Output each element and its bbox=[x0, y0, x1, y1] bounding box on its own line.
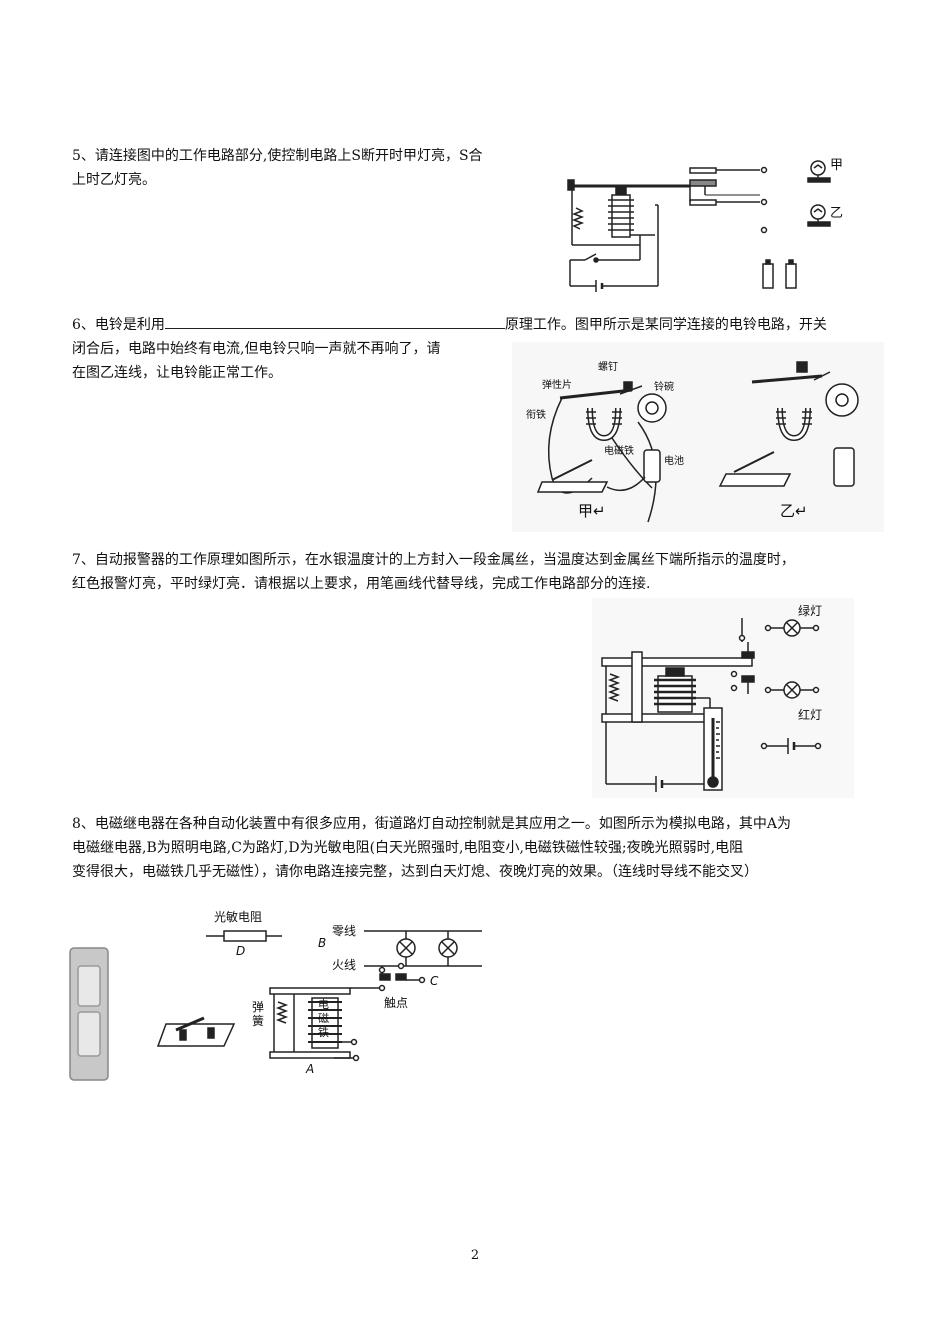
q8-label-a: A bbox=[306, 1062, 315, 1076]
q6-label-spring-plate: 弹性片 bbox=[542, 380, 572, 391]
q8-streetlight-figure: 光敏电阻 D B 零线 火线 触点 C 弹簧 电磁铁 A bbox=[64, 906, 494, 1086]
q8-line1: 8、电磁继电器在各种自动化装置中有很多应用，街道路灯自动控制就是其应用之一。如图… bbox=[72, 816, 792, 832]
q6-label-electromagnet: 电磁铁 bbox=[604, 446, 634, 457]
q6-line2: 闭合后，电路中始终有电流,但电铃只响一声就不再响了，请 bbox=[72, 341, 441, 357]
q8-label-contact: 触点 bbox=[384, 996, 409, 1010]
q5-line2: 上时乙灯亮。 bbox=[72, 172, 156, 188]
q5-lamp2-label: 乙 bbox=[830, 206, 844, 221]
q6-label-battery: 电池 bbox=[664, 456, 684, 467]
q8-label-live: 火线 bbox=[332, 958, 357, 972]
q7-green-lamp-label: 绿灯 bbox=[798, 604, 823, 618]
q6-bell-figure: 螺钉 弹性片 铃碗 衔铁 电磁铁 电池 甲↵ 乙↵ bbox=[512, 342, 884, 532]
q6-label-screw: 螺钉 bbox=[598, 362, 618, 373]
q6-fig-a-caption: 甲↵ bbox=[578, 502, 606, 520]
q5-lamp1-label: 甲 bbox=[830, 158, 844, 173]
q5-line1: 5、请连接图中的工作电路部分,使控制电路上S断开时甲灯亮，S合 bbox=[72, 148, 483, 164]
q6-line1: 6、电铃是利用 原理工作。图甲所示是某同学连接的电铃电路，开关 bbox=[72, 312, 892, 337]
q6-label-bell: 铃碗 bbox=[654, 382, 674, 393]
q8-line3: 变得很大，电磁铁几乎无磁性），请你电路连接完整，达到白天灯熄、夜晚灯亮的效果。（… bbox=[72, 864, 758, 880]
q7-alarm-figure: 绿灯 红灯 bbox=[592, 598, 854, 798]
q6-line3: 在图乙连线，让电铃能正常工作。 bbox=[72, 365, 282, 381]
q8-line2: 电磁继电器,B为照明电路,C为路灯,D为光敏电阻(白天光照强时,电阻变小,电磁铁… bbox=[72, 840, 744, 856]
q7-line1: 7、自动报警器的工作原理如图所示，在水银温度计的上方封入一段金属丝，当温度达到金… bbox=[72, 552, 795, 568]
page-number: 2 bbox=[470, 1248, 480, 1263]
q7-red-lamp-label: 红灯 bbox=[798, 708, 823, 722]
q8-label-neutral: 零线 bbox=[332, 924, 357, 938]
q6-fig-b-caption: 乙↵ bbox=[780, 502, 808, 520]
q7-line2: 红色报警灯亮，平时绿灯亮．请根据以上要求，用笔画线代替导线，完成工作电路部分的连… bbox=[72, 576, 651, 592]
q6-text: 6、电铃是利用 原理工作。图甲所示是某同学连接的电铃电路，开关 闭合后，电路中始终… bbox=[72, 312, 892, 385]
q8-label-d: D bbox=[236, 944, 246, 958]
q6-label-armature: 衔铁 bbox=[526, 410, 546, 421]
q8-label-photoresistor: 光敏电阻 bbox=[214, 910, 263, 924]
q6-line1-b: 原理工作。图甲所示是某同学连接的电铃电路，开关 bbox=[504, 317, 827, 333]
q8-label-spring: 弹簧 bbox=[252, 1000, 265, 1028]
q6-answer-blank[interactable] bbox=[164, 312, 505, 329]
q7-text: 7、自动报警器的工作原理如图所示，在水银温度计的上方封入一段金属丝，当温度达到金… bbox=[72, 548, 932, 596]
q8-label-c: C bbox=[430, 974, 439, 988]
q8-label-electromagnet: 电磁铁 bbox=[318, 998, 329, 1039]
q5-relay-figure: 甲 乙 bbox=[560, 150, 860, 292]
q6-line1-a: 6、电铃是利用 bbox=[72, 317, 165, 333]
q5-text: 5、请连接图中的工作电路部分,使控制电路上S断开时甲灯亮，S合 上时乙灯亮。 bbox=[72, 144, 552, 192]
q8-label-b: B bbox=[318, 936, 327, 950]
q8-text: 8、电磁继电器在各种自动化装置中有很多应用，街道路灯自动控制就是其应用之一。如图… bbox=[72, 812, 932, 884]
